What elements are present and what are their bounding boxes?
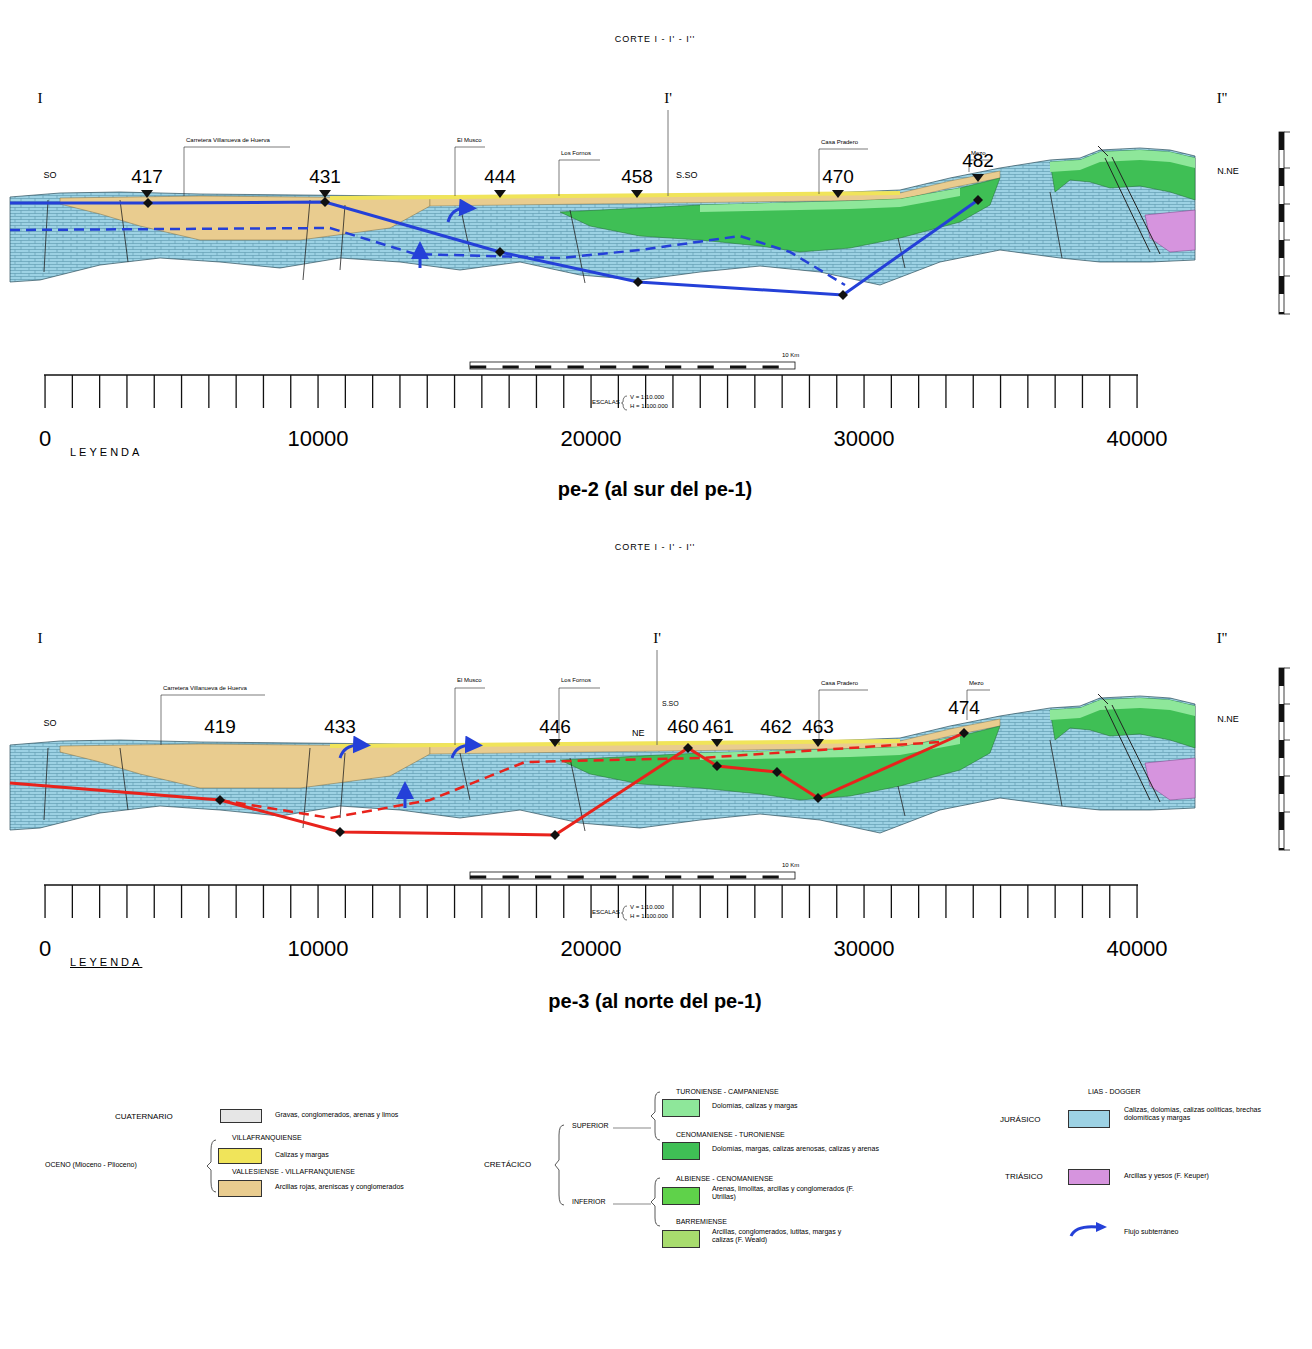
period-label: ALBIENSE - CENOMANIENSE: [676, 1175, 773, 1183]
legend-text: Calizas, dolomías, calizas oolíticas, br…: [1124, 1106, 1284, 1123]
place-name: Mezo: [969, 680, 984, 687]
period-label: CRETÁCICO: [484, 1160, 531, 1169]
section-end-mark: I': [653, 630, 661, 647]
borehole-number: 458: [621, 166, 653, 188]
borehole-number: 463: [802, 716, 834, 738]
axis-number: 0: [39, 936, 51, 961]
period-label: SUPERIOR: [572, 1122, 609, 1130]
axis-number: 10000: [287, 426, 348, 451]
direction-label: S.SO: [662, 700, 679, 708]
legend-text: Flujo subterráneo: [1124, 1228, 1284, 1236]
direction-label: SO: [43, 718, 56, 728]
axis-number: 30000: [833, 936, 894, 961]
legend-swatch: [218, 1180, 262, 1197]
scale-label: 10 Km: [782, 352, 799, 359]
borehole-number: 460: [667, 716, 699, 738]
period-label: CENOMANIENSE - TURONIENSE: [676, 1131, 785, 1139]
borehole-number: 433: [324, 716, 356, 738]
legend-swatch: [1068, 1169, 1110, 1185]
borehole-number: 474: [948, 697, 980, 719]
scale-label: 10 Km: [782, 862, 799, 869]
place-name: Los Fornos: [561, 677, 591, 684]
section-end-mark: I: [38, 90, 43, 107]
legend-text: Arcillas, conglomerados, lutitas, margas…: [712, 1228, 862, 1245]
legend-heading: LEYENDA: [70, 956, 142, 969]
axis-number: 40000: [1106, 426, 1167, 451]
direction-label: NE: [632, 728, 645, 738]
period-label: LIAS - DOGGER: [1088, 1088, 1141, 1096]
legend-swatch: [1068, 1110, 1110, 1128]
place-name: Carretera Villanueva de Huerva: [163, 685, 247, 692]
legend-swatch: [662, 1142, 700, 1160]
figure-caption: pe-2 (al sur del pe-1): [558, 478, 753, 501]
borehole-number: 461: [702, 716, 734, 738]
legend-text: Arenas, limolitas, arcillas y conglomera…: [712, 1185, 862, 1202]
scale-label: V = 1:10.000: [630, 394, 664, 401]
section-end-mark: I: [38, 630, 43, 647]
period-label: CUATERNARIO: [115, 1112, 173, 1121]
borehole-number: 470: [822, 166, 854, 188]
place-name: El Musco: [457, 137, 482, 144]
scale-label: H = 1:100.000: [630, 913, 668, 920]
borehole-number: 419: [204, 716, 236, 738]
direction-label: N.NE: [1217, 714, 1239, 724]
section-title: CORTE I - I' - I'': [615, 34, 696, 44]
legend-swatch: [220, 1109, 262, 1123]
legend-text: Gravas, conglomerados, arenas y limos: [275, 1111, 425, 1119]
place-name: Los Fornos: [561, 150, 591, 157]
section-end-mark: I'': [1217, 630, 1227, 647]
period-label: VALLESIENSE - VILLAFRANQUIENSE: [232, 1168, 355, 1176]
period-label: TURONIENSE - CAMPANIENSE: [676, 1088, 779, 1096]
borehole-number: 431: [309, 166, 341, 188]
axis-number: 0: [39, 426, 51, 451]
legend-text: Arcillas y yesos (F. Keuper): [1124, 1172, 1284, 1180]
borehole-number: 444: [484, 166, 516, 188]
legend-swatch: [218, 1148, 262, 1164]
legend-heading: LEYENDA: [70, 446, 142, 459]
figure-caption: pe-3 (al norte del pe-1): [548, 990, 761, 1013]
axis-number: 20000: [560, 936, 621, 961]
axis-number: 10000: [287, 936, 348, 961]
legend-text: Dolomías, margas, calizas arenosas, cali…: [712, 1145, 912, 1153]
direction-label: N.NE: [1217, 166, 1239, 176]
place-name: Casa Pradero: [821, 139, 858, 146]
legend-swatch: [662, 1230, 700, 1248]
borehole-number: 417: [131, 166, 163, 188]
axis-number: 40000: [1106, 936, 1167, 961]
legend-swatch: [662, 1099, 700, 1117]
place-name: Casa Pradero: [821, 680, 858, 687]
place-name: Carretera Villanueva de Huerva: [186, 137, 270, 144]
direction-label: S.SO: [676, 170, 698, 180]
legend-swatch: [662, 1187, 700, 1205]
period-label: INFERIOR: [572, 1198, 605, 1206]
scale-label: V = 1:10.000: [630, 904, 664, 911]
borehole-number: 482: [962, 150, 994, 172]
scale-label: ESCALAS: [592, 909, 620, 916]
scale-label: ESCALAS: [592, 399, 620, 406]
section-title: CORTE I - I' - I'': [615, 542, 696, 552]
legend-text: Dolomías, calizas y margas: [712, 1102, 912, 1110]
direction-label: SO: [43, 170, 56, 180]
place-name: El Musco: [457, 677, 482, 684]
flow-arrow-sample: [1068, 1222, 1108, 1238]
borehole-number: 446: [539, 716, 571, 738]
legend-text: Arcillas rojas, areniscas y conglomerado…: [275, 1183, 455, 1191]
borehole-number: 462: [760, 716, 792, 738]
period-label: VILLAFRANQUIENSE: [232, 1134, 302, 1142]
period-label: OCENO (Mioceno - Plioceno): [45, 1161, 137, 1169]
period-label: JURÁSICO: [1000, 1115, 1040, 1124]
section-end-mark: I'': [1217, 90, 1227, 107]
scale-label: H = 1:100.000: [630, 403, 668, 410]
legend-text: Calizas y margas: [275, 1151, 425, 1159]
period-label: BARREMIENSE: [676, 1218, 727, 1226]
axis-number: 20000: [560, 426, 621, 451]
period-label: TRIÁSICO: [1005, 1172, 1043, 1181]
section-end-mark: I': [664, 90, 672, 107]
axis-number: 30000: [833, 426, 894, 451]
